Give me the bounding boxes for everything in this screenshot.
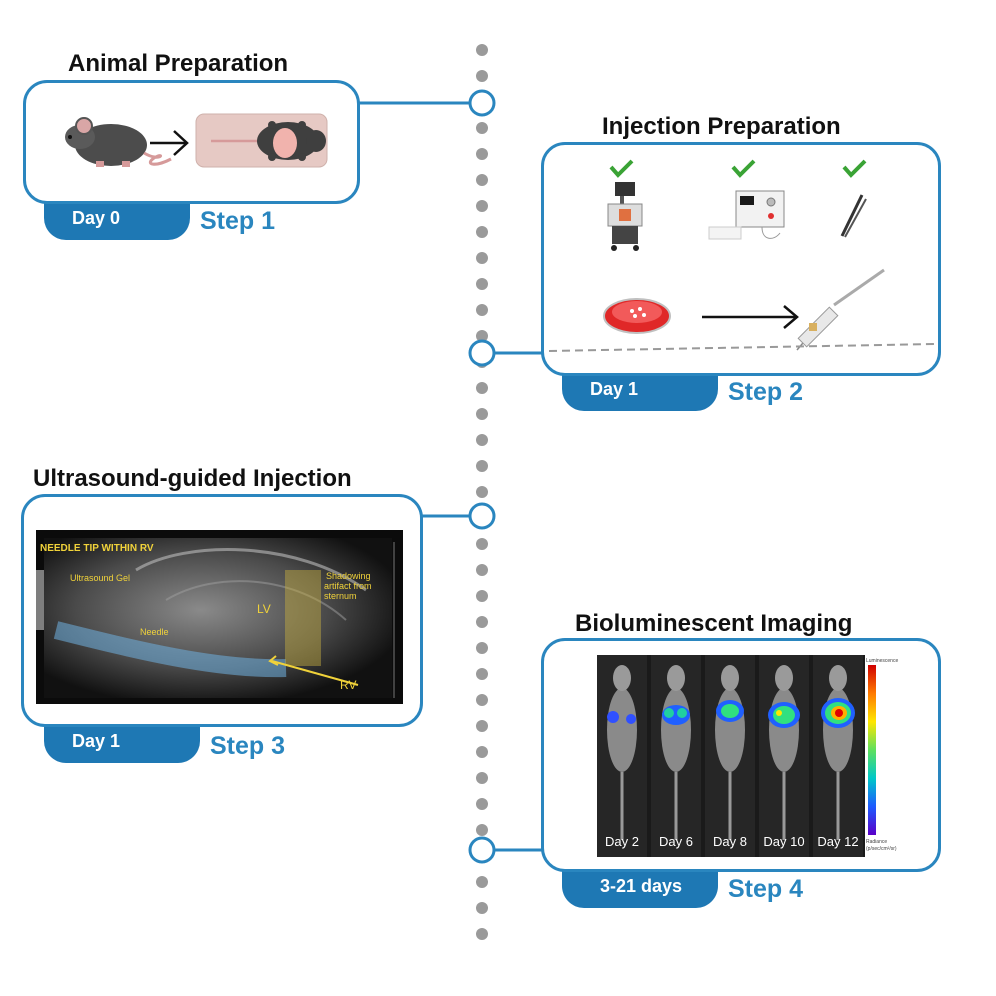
bli-day-label: Day 2 bbox=[605, 834, 639, 849]
lv-label: LV bbox=[257, 602, 271, 616]
injection-device-icon bbox=[708, 190, 785, 240]
bli-panel-5: Day 12 bbox=[813, 655, 863, 857]
timeline-dot bbox=[476, 252, 488, 264]
step-2-label: Step 2 bbox=[728, 378, 804, 406]
timeline-dot bbox=[476, 538, 488, 550]
timeline-dot bbox=[476, 642, 488, 654]
step-1-day-tab: Day 0 bbox=[44, 200, 190, 240]
timeline-dot bbox=[476, 616, 488, 628]
ultrasound-header: NEEDLE TIP WITHIN RV bbox=[40, 543, 154, 554]
step-4-day-tab: 3-21 days bbox=[562, 868, 718, 908]
timeline-dot bbox=[476, 382, 488, 394]
bli-colorbar bbox=[868, 665, 876, 835]
timeline-node-step-2 bbox=[468, 339, 496, 367]
timeline-dot bbox=[476, 434, 488, 446]
arrow-icon bbox=[150, 130, 189, 156]
timeline-node-step-4 bbox=[468, 836, 496, 864]
bli-panel-3: Day 8 bbox=[705, 655, 755, 857]
timeline-dot bbox=[476, 902, 488, 914]
timeline-dot bbox=[476, 122, 488, 134]
bli-day-label: Day 8 bbox=[713, 834, 747, 849]
petri-dish-icon bbox=[603, 298, 671, 334]
step-4-label: Step 4 bbox=[728, 875, 804, 903]
timeline-dot bbox=[476, 148, 488, 160]
step-2-day-tab: Day 1 bbox=[562, 371, 718, 411]
ultrasound-gel-label: Ultrasound Gel bbox=[70, 573, 131, 583]
bli-panel-2: Day 6 bbox=[651, 655, 701, 857]
step-1-label: Step 1 bbox=[200, 207, 276, 235]
timeline-dot bbox=[476, 694, 488, 706]
colorbar-top-label: Luminescence bbox=[866, 658, 899, 664]
timeline-dots bbox=[476, 44, 488, 940]
shadow-label-3: sternum bbox=[324, 591, 357, 601]
step-3-day-tab: Day 1 bbox=[44, 723, 200, 763]
step-4-title: Bioluminescent Imaging bbox=[575, 610, 853, 637]
timeline-dot bbox=[476, 226, 488, 238]
timeline-dot bbox=[476, 798, 488, 810]
injection-prep-illustration bbox=[548, 159, 937, 352]
timeline-dot bbox=[476, 278, 488, 290]
ultrasound-image: NEEDLE TIP WITHIN RV Ultrasound Gel Need… bbox=[36, 530, 403, 704]
timeline-dot bbox=[476, 772, 488, 784]
step-1-card bbox=[23, 80, 360, 204]
bli-panel-4: Day 10 bbox=[759, 655, 809, 857]
step-2-title: Injection Preparation bbox=[602, 113, 841, 140]
timeline-dot bbox=[476, 486, 488, 498]
mouse-icon bbox=[65, 117, 172, 167]
timeline-dot bbox=[476, 746, 488, 758]
shaved-mouse-icon bbox=[195, 113, 328, 168]
step-1-title: Animal Preparation bbox=[68, 50, 289, 77]
timeline-dot bbox=[476, 720, 488, 732]
timeline-dot bbox=[476, 928, 488, 940]
shadow-label-2: artifact from bbox=[324, 581, 372, 591]
step-2-card bbox=[541, 142, 941, 376]
timeline-dot bbox=[476, 200, 488, 212]
timeline-dot bbox=[476, 564, 488, 576]
timeline-node-step-1 bbox=[468, 89, 496, 117]
shadow-label-1: Shadowing bbox=[326, 571, 371, 581]
arrow-icon bbox=[702, 305, 799, 329]
dashed-divider bbox=[548, 343, 937, 352]
timeline-dot bbox=[476, 304, 488, 316]
timeline-dot bbox=[476, 330, 488, 342]
check-icon bbox=[731, 159, 756, 178]
forceps-icon bbox=[840, 194, 867, 238]
animal-prep-illustration bbox=[65, 113, 328, 168]
timeline-dot bbox=[476, 408, 488, 420]
timeline-node-step-3 bbox=[468, 502, 496, 530]
timeline-dot bbox=[476, 590, 488, 602]
bli-panel-1: Day 2 bbox=[597, 655, 647, 857]
needle-label: Needle bbox=[140, 627, 169, 637]
colorbar-bottom-label-1: Radiance bbox=[866, 839, 888, 845]
timeline-dot bbox=[476, 460, 488, 472]
check-icon bbox=[609, 159, 634, 178]
timeline-dot bbox=[476, 824, 488, 836]
step-3-title: Ultrasound-guided Injection bbox=[33, 465, 352, 492]
check-icon bbox=[842, 159, 867, 178]
bli-image: Day 2 Day 6 Day 8 Day 10 Day 12 bbox=[597, 655, 865, 857]
timeline-dot bbox=[476, 70, 488, 82]
syringe-icon bbox=[796, 268, 885, 351]
bli-day-label: Day 12 bbox=[817, 834, 859, 849]
ultrasound-machine-icon bbox=[607, 182, 643, 251]
colorbar-bottom-label-2: (p/sec/cm²/sr) bbox=[866, 846, 897, 852]
bli-day-label: Day 6 bbox=[659, 834, 693, 849]
rv-label: RV bbox=[340, 678, 357, 692]
step-3-label: Step 3 bbox=[210, 732, 286, 760]
timeline-dot bbox=[476, 876, 488, 888]
timeline-dot bbox=[476, 44, 488, 56]
timeline-dot bbox=[476, 668, 488, 680]
timeline-dot bbox=[476, 174, 488, 186]
bli-day-label: Day 10 bbox=[763, 834, 805, 849]
